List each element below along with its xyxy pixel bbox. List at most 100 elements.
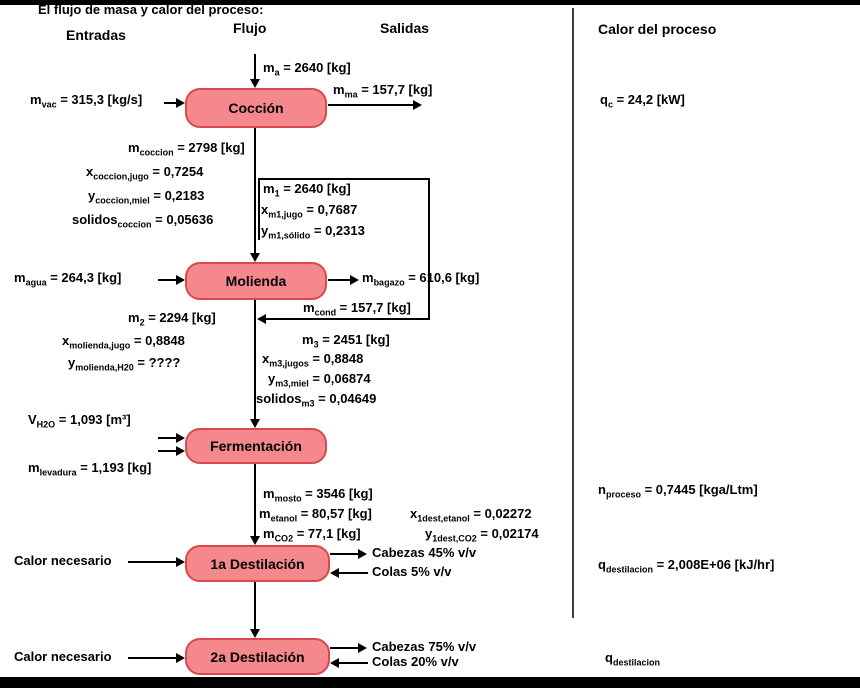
flow-line-mcond-return: [266, 318, 430, 320]
arrowhead-vh2o-in: [176, 433, 185, 443]
label-m-agua: magua = 264,3 [kg]: [14, 270, 121, 291]
var-subscript: c: [607, 99, 613, 110]
flow-line-calor1-in: [128, 561, 176, 563]
var-subscript: bagazo: [373, 277, 405, 288]
arrowhead-mma-out: [413, 100, 422, 110]
var-subscript: destilacion: [612, 657, 660, 668]
label-q-destilacion-2: qdestilacion: [605, 650, 660, 671]
label-x-m3-jugos: xm3,jugos = 0,8848: [262, 351, 363, 372]
diagram-title: El flujo de masa y calor del proceso:: [38, 2, 264, 17]
label-q-destilacion-1: qdestilacion = 2,008E+06 [kJ/hr]: [598, 557, 774, 578]
var-value: = 80,57 [kg]: [297, 506, 372, 521]
var-value: = 0,2313: [310, 223, 365, 238]
label-m-etanol: metanol = 80,57 [kg]: [259, 506, 372, 527]
var-subscript: 3: [313, 339, 319, 350]
var-symbol: y: [88, 188, 96, 203]
label-solidos-m3: solidosm3 = 0,04649: [256, 391, 376, 412]
var-subscript: 1: [274, 188, 280, 199]
var-value: = 2798 [kg]: [173, 140, 245, 155]
flow-line-loop-top: [258, 178, 430, 180]
flow-line-fermentacion-dest1: [254, 464, 256, 537]
var-value: = 315,3 [kg/s]: [56, 92, 143, 107]
arrowhead-coccion-molienda: [250, 253, 260, 262]
label-y-1dest-co2: y1dest,CO2 = 0,02174: [425, 526, 539, 547]
var-value: = 2451 [kg]: [318, 332, 390, 347]
var-subscript: coccion,miel: [95, 195, 150, 206]
var-symbol: m: [303, 300, 315, 315]
label-x-1dest-etanol: x1dest,etanol = 0,02272: [410, 506, 532, 527]
var-symbol: q: [600, 92, 608, 107]
label-m-co2: mCO2 = 77,1 [kg]: [263, 526, 361, 547]
var-symbol: m: [263, 526, 275, 541]
var-value: = 157,7 [kg]: [336, 300, 411, 315]
label-m-coccion: mcoccion = 2798 [kg]: [128, 140, 245, 161]
var-value: = 264,3 [kg]: [46, 270, 122, 285]
var-subscript: mosto: [274, 493, 302, 504]
var-value: = 0,05636: [151, 212, 214, 227]
label-q-c: qc = 24,2 [kW]: [600, 92, 685, 113]
var-subscript: proceso: [605, 489, 641, 500]
flow-line-colas20: [339, 662, 368, 664]
label-y-m3-miel: ym3,miel = 0,06874: [268, 371, 371, 392]
label-m-3: m3 = 2451 [kg]: [302, 332, 390, 353]
flow-line-mbagazo-out: [328, 279, 351, 281]
column-header-calor-del-proceso: Calor del proceso: [598, 21, 717, 37]
var-symbol: m: [263, 486, 275, 501]
var-symbol: m: [14, 270, 26, 285]
label-solidos-coccion: solidoscoccion = 0,05636: [72, 212, 213, 233]
var-subscript: H2O: [36, 419, 56, 430]
var-subscript: m3: [301, 398, 315, 409]
var-value: = 0,2183: [149, 188, 205, 203]
var-subscript: coccion,jugo: [93, 171, 149, 182]
var-value: = 0,02272: [469, 506, 532, 521]
var-symbol: y: [68, 355, 76, 370]
arrowhead-calor1-in: [176, 557, 185, 567]
var-subscript: coccion: [117, 219, 152, 230]
var-value: = 0,7445 [kga/Ltm]: [640, 482, 758, 497]
var-symbol: m: [30, 92, 42, 107]
label-y-m1-solido: ym1,sólido = 0,2313: [261, 223, 365, 244]
label-m-levadura: mlevadura = 1,193 [kg]: [28, 460, 151, 481]
arrowhead-fermentacion-dest1: [250, 536, 260, 545]
column-header-flujo: Flujo: [233, 20, 267, 36]
flow-line-mvac-in: [164, 102, 176, 104]
var-value: = 0,04649: [314, 391, 377, 406]
var-symbol: y: [261, 223, 269, 238]
flow-line-calor2-in: [128, 657, 176, 659]
flow-line-mlevadura-in: [158, 450, 176, 452]
flow-line-cabezas45-out: [330, 553, 359, 555]
label-m-vac: mvac = 315,3 [kg/s]: [30, 92, 142, 113]
label-y-coccion-miel: ycoccion,miel = 0,2183: [88, 188, 204, 209]
var-subscript: etanol: [270, 513, 298, 524]
flow-line-coccion-molienda: [254, 128, 256, 254]
var-subscript: 2: [139, 317, 145, 328]
var-value: = 0,8848: [308, 351, 364, 366]
arrowhead-magua-in: [176, 275, 185, 285]
arrowhead-mvac-in: [176, 98, 185, 108]
column-header-entradas: Entradas: [66, 27, 126, 43]
var-symbol: q: [598, 557, 606, 572]
arrowhead-molienda-fermentacion: [250, 419, 260, 428]
var-symbol: m: [302, 332, 314, 347]
var-subscript: m3,jugos: [269, 358, 309, 369]
var-subscript: molienda,jugo: [69, 340, 131, 351]
var-subscript: agua: [25, 277, 47, 288]
var-value: = 0,8848: [130, 333, 185, 348]
var-symbol: n: [598, 482, 606, 497]
var-symbol: m: [263, 181, 275, 196]
label-m-a: ma = 2640 [kg]: [263, 60, 351, 81]
label-calor-necesario-1: Calor necesario: [14, 553, 112, 568]
var-value: = 0,02174: [476, 526, 539, 541]
arrowhead-cabezas75-out: [358, 643, 367, 653]
var-subscript: m3,miel: [275, 378, 309, 389]
var-value: = 1,093 [m³]: [55, 412, 131, 427]
process-box-dest2: 2a Destilación: [185, 638, 330, 675]
flow-line-molienda-fermentacion: [254, 300, 256, 420]
var-value: = 0,06874: [308, 371, 371, 386]
var-subscript: ma: [344, 89, 358, 100]
arrowhead-dest1-dest2: [250, 629, 260, 638]
var-value: = 3546 [kg]: [301, 486, 373, 501]
var-value: = 0,7687: [302, 202, 358, 217]
var-symbol: x: [261, 202, 269, 217]
var-value: = 24,2 [kW]: [612, 92, 685, 107]
